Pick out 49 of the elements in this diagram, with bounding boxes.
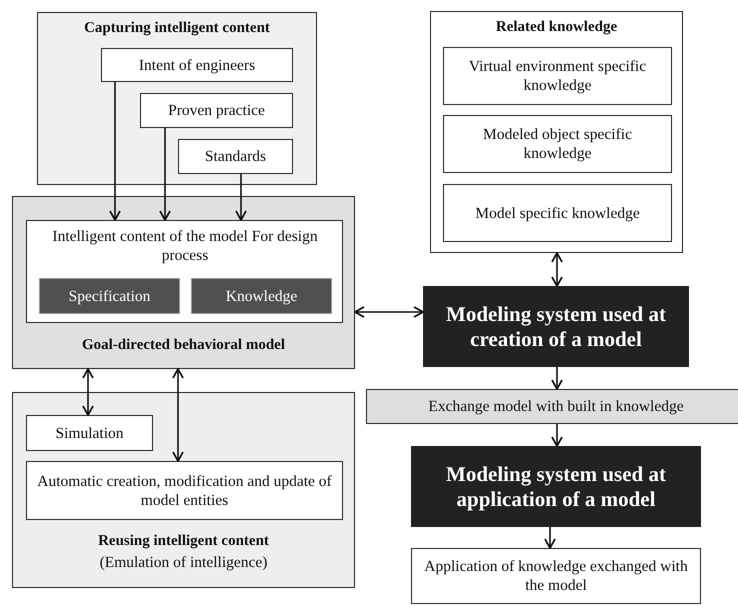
process-box (411, 548, 701, 604)
box-label: Modeling system used at creation of a model (445, 302, 667, 352)
box-label: Modeling system used at application of a model (445, 462, 667, 512)
process-box (443, 184, 672, 242)
box-label: Standards (204, 147, 268, 166)
arrow (109, 82, 121, 221)
process-box (443, 115, 672, 173)
arrow (159, 128, 171, 221)
arrow (544, 527, 556, 549)
system-box (411, 446, 701, 527)
group-heading: Reusing intelligent content (97, 532, 270, 551)
arrow (235, 174, 247, 221)
group-heading: Goal-directed behavioral model (80, 336, 286, 355)
process-box (26, 415, 153, 451)
arrow (354, 306, 424, 318)
group-heading: Related knowledge (494, 18, 618, 37)
box-label: Specification (68, 286, 152, 306)
process-box (101, 48, 293, 82)
box-label: Application of knowledge exchanged with the model (423, 557, 689, 595)
box-label: Virtual environment specific knowledge (468, 57, 648, 95)
box-label: Proven practice (167, 101, 266, 120)
box-label: Automatic creation, modification and update of model entities (36, 472, 333, 510)
box-label: Modeled object specific knowledge (482, 125, 633, 163)
arrow (551, 367, 563, 390)
process-box (178, 139, 293, 174)
box-label: Intelligent content of the model For design process (51, 227, 319, 265)
process-box (26, 220, 343, 323)
group-panel (12, 392, 355, 588)
box-label: (Emulation of intelligence) (98, 553, 268, 572)
box-label: Knowledge (224, 286, 298, 306)
arrow (551, 252, 563, 287)
group-heading: Capturing intelligent content (83, 19, 271, 38)
process-box (26, 461, 343, 520)
box-label: Simulation (54, 424, 125, 442)
system-box (423, 286, 689, 367)
box-label: Intent of engineers (138, 56, 256, 74)
arrow (172, 368, 184, 462)
box-label: Model specific knowledge (474, 204, 641, 222)
box-label: Exchange model with built in knowledge (427, 397, 685, 416)
process-box (140, 93, 293, 128)
dark-box (191, 278, 332, 314)
group-panel (12, 196, 355, 369)
process-box (443, 47, 672, 105)
exchange-band (366, 389, 738, 424)
arrow (82, 368, 94, 416)
arrow (551, 424, 563, 447)
group-panel (37, 12, 317, 185)
group-panel (430, 11, 683, 253)
dark-box (39, 278, 180, 314)
